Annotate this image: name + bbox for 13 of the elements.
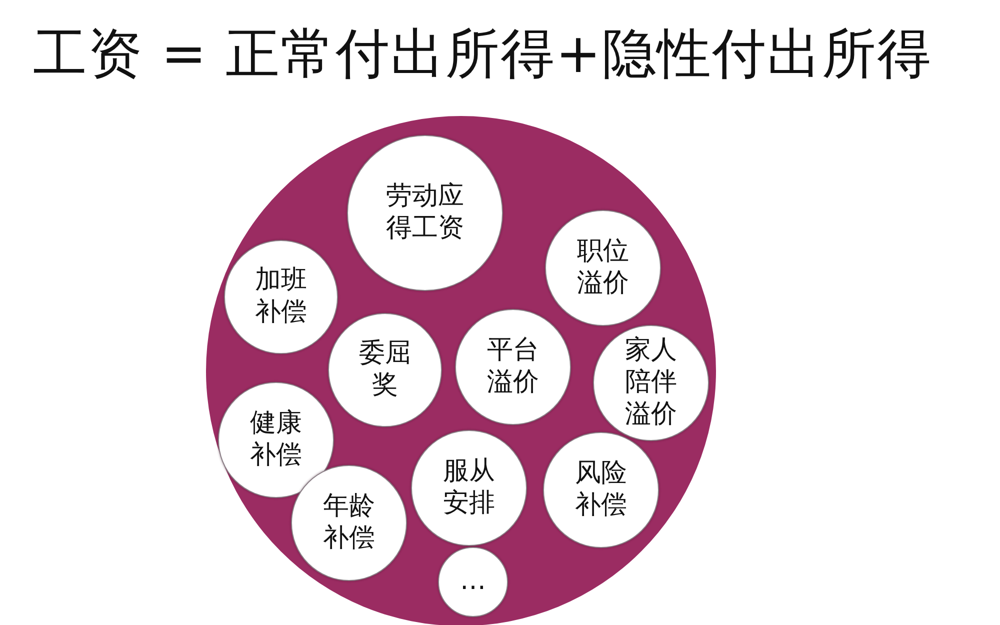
circle-label: 职位溢价 <box>576 236 630 300</box>
circle-label: 服从安排 <box>442 456 496 520</box>
circle-label: 家人陪伴溢价 <box>624 335 678 431</box>
circle-label: 加班补偿 <box>254 265 308 329</box>
circle-label: 健康补偿 <box>248 408 303 472</box>
title: 工资 = 正常付出所得+隐性付出所得 <box>33 22 932 87</box>
circle-label: 劳动应得工资 <box>384 181 465 245</box>
circle-node <box>438 547 508 617</box>
circle-label: 风险补偿 <box>574 458 628 522</box>
circle-label: 平台溢价 <box>486 335 540 399</box>
circle-label: … <box>460 566 486 598</box>
circle-label: 年龄补偿 <box>322 491 376 555</box>
circle-label: 委屈奖 <box>358 338 412 402</box>
